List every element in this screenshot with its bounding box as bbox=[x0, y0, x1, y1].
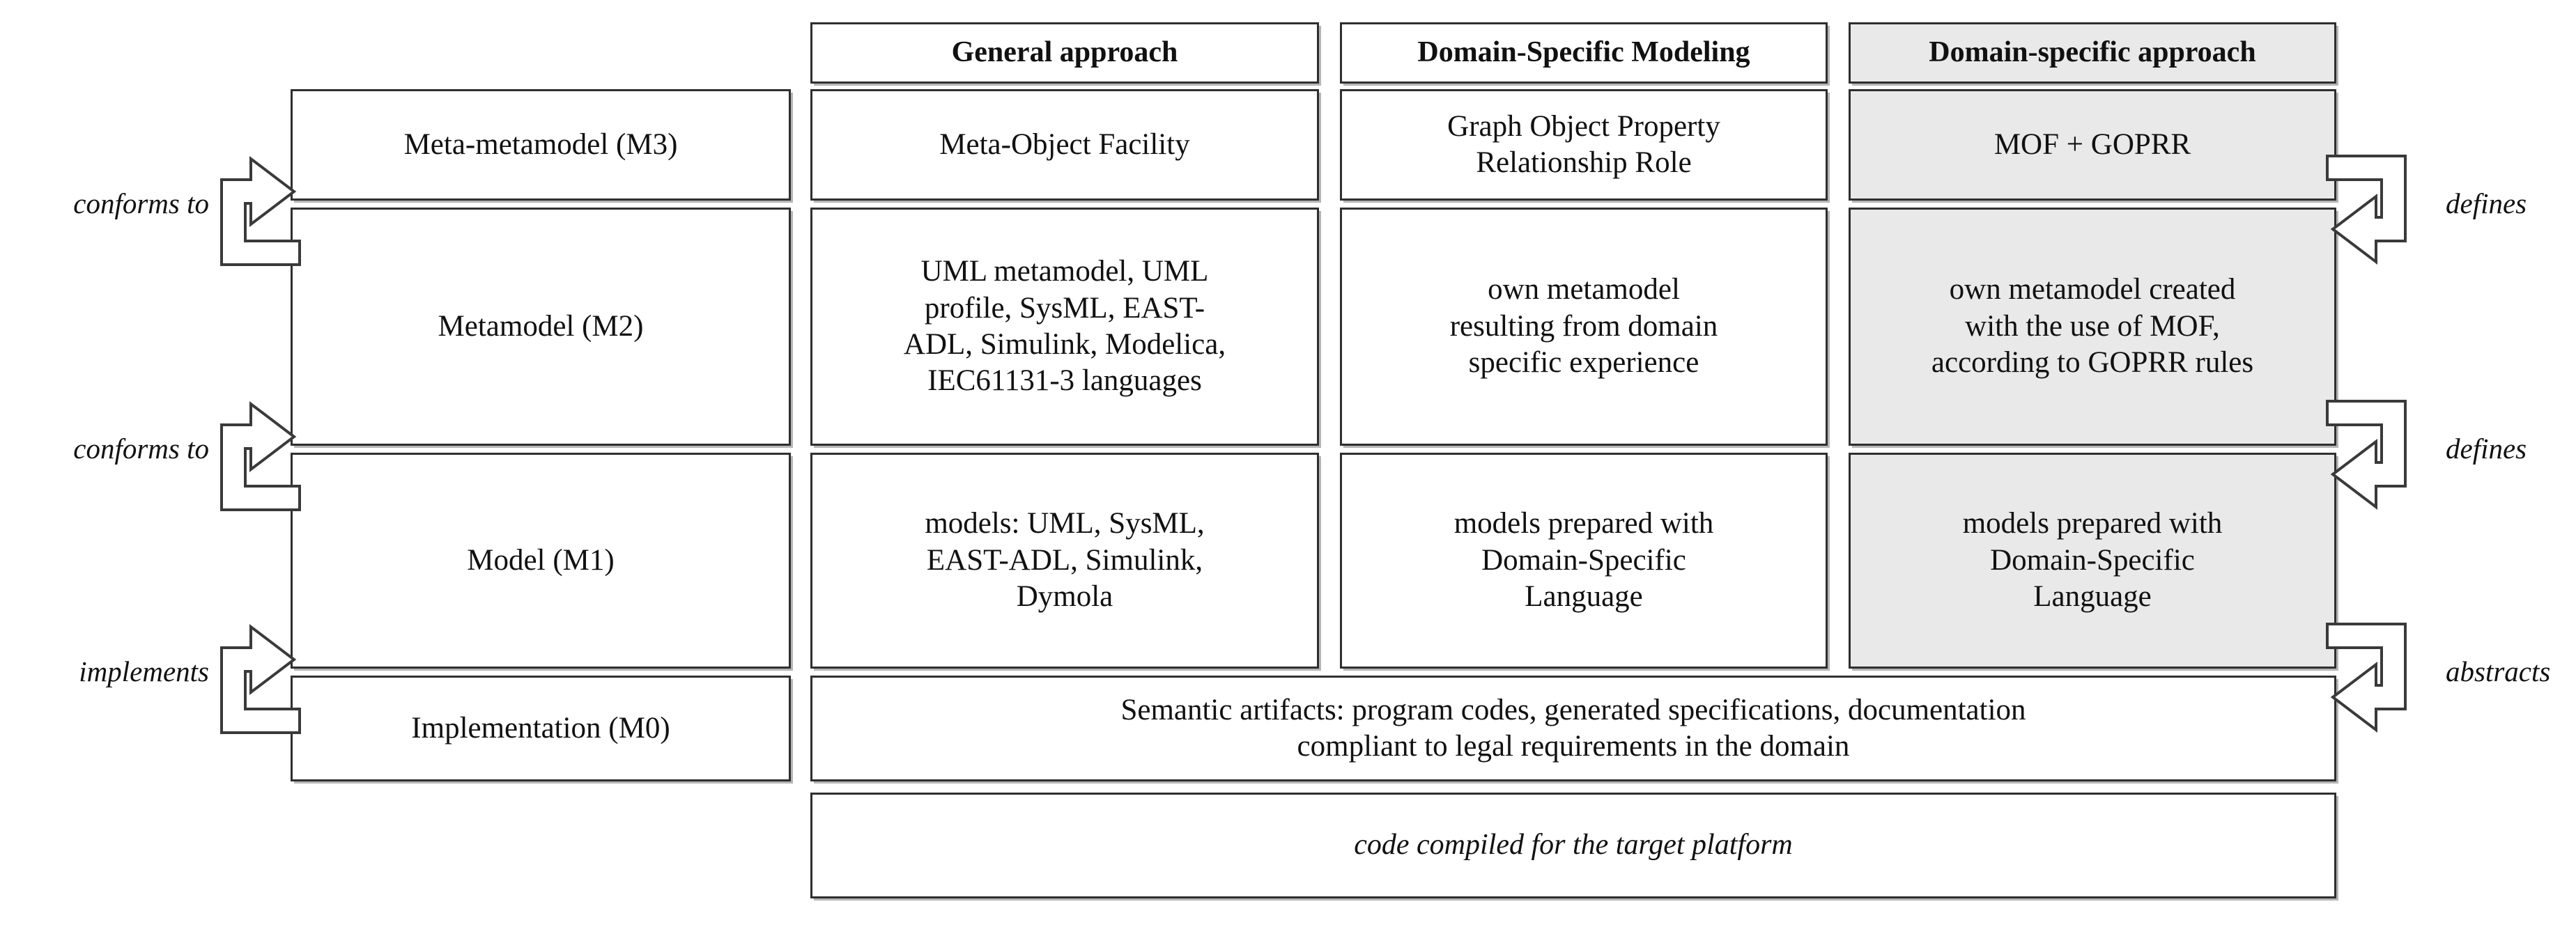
cell-m3-dsa: MOF + GOPRR bbox=[1849, 89, 2336, 201]
level-box-m3: Meta-metamodel (M3) bbox=[291, 89, 791, 201]
level-label: Implementation (M0) bbox=[411, 711, 670, 745]
cell-m2-dsa: own metamodel created with the use of MO… bbox=[1849, 208, 2336, 446]
relation-arrow-defines-m2-m1 bbox=[2326, 371, 2418, 517]
cell-m1-dsm: models prepared with Domain-Specific Lan… bbox=[1340, 453, 1828, 669]
cell-m3-dsm: Graph Object Property Relationship Role bbox=[1340, 89, 1828, 201]
relation-arrow-implements-m0-m1 bbox=[209, 593, 301, 740]
relation-label-conforms-to-m2-m3: conforms to bbox=[73, 187, 209, 219]
cell-m1-dsa: models prepared with Domain-Specific Lan… bbox=[1849, 453, 2336, 669]
relation-arrow-conforms-to-m1-m2 bbox=[209, 371, 301, 517]
cell-text: own metamodel created with the use of MO… bbox=[1931, 273, 2254, 380]
cell-m1-general: models: UML, SysML, EAST-ADL, Simulink, … bbox=[810, 453, 1319, 669]
level-label: Model (M1) bbox=[467, 543, 615, 577]
cell-text: models: UML, SysML, EAST-ADL, Simulink, … bbox=[925, 507, 1205, 614]
relation-label-defines-m2-m1: defines bbox=[2446, 433, 2527, 465]
level-box-m2: Metamodel (M2) bbox=[291, 208, 791, 446]
level-label: Meta-metamodel (M3) bbox=[403, 127, 678, 161]
relation-arrow-defines-m3-m2 bbox=[2326, 125, 2418, 272]
column-header-label: Domain-Specific Modeling bbox=[1417, 36, 1750, 69]
cell-m2-general: UML metamodel, UML profile, SysML, EAST-… bbox=[810, 208, 1319, 446]
cell-text: own metamodel resulting from domain spec… bbox=[1449, 273, 1718, 380]
cell-text: models prepared with Domain-Specific Lan… bbox=[1453, 507, 1714, 614]
cell-text: Meta-Object Facility bbox=[939, 127, 1190, 161]
column-header-general-approach: General approach bbox=[810, 22, 1319, 84]
level-box-m1: Model (M1) bbox=[291, 453, 791, 669]
relation-label-conforms-to-m1-m2: conforms to bbox=[73, 433, 209, 465]
relation-label-abstracts-m1-m0: abstracts bbox=[2446, 655, 2551, 687]
cell-text: Semantic artifacts: program codes, gener… bbox=[1120, 693, 2026, 763]
relation-label-implements-m0-m1: implements bbox=[79, 655, 209, 687]
cell-text: code compiled for the target platform bbox=[1354, 829, 1793, 862]
cell-m3-general: Meta-Object Facility bbox=[810, 89, 1319, 201]
column-header-domain-specific-approach: Domain-specific approach bbox=[1849, 22, 2336, 84]
cell-text: UML metamodel, UML profile, SysML, EAST-… bbox=[903, 255, 1226, 398]
column-header-label: Domain-specific approach bbox=[1929, 36, 2256, 69]
relation-arrow-abstracts-m1-m0 bbox=[2326, 593, 2418, 740]
level-label: Metamodel (M2) bbox=[438, 309, 644, 343]
cell-text: models prepared with Domain-Specific Lan… bbox=[1962, 507, 2223, 614]
column-header-domain-specific-modeling: Domain-Specific Modeling bbox=[1340, 22, 1828, 84]
relation-arrow-conforms-to-m2-m3 bbox=[209, 125, 301, 272]
cell-m0-semantic-artifacts: Semantic artifacts: program codes, gener… bbox=[810, 676, 2336, 781]
cell-code-compiled: code compiled for the target platform bbox=[810, 793, 2336, 898]
cell-text: Graph Object Property Relationship Role bbox=[1447, 109, 1720, 179]
column-header-label: General approach bbox=[951, 36, 1178, 69]
relation-label-defines-m3-m2: defines bbox=[2446, 187, 2527, 219]
cell-m2-dsm: own metamodel resulting from domain spec… bbox=[1340, 208, 1828, 446]
cell-text: MOF + GOPRR bbox=[1993, 127, 2191, 161]
level-box-m0: Implementation (M0) bbox=[291, 676, 791, 781]
